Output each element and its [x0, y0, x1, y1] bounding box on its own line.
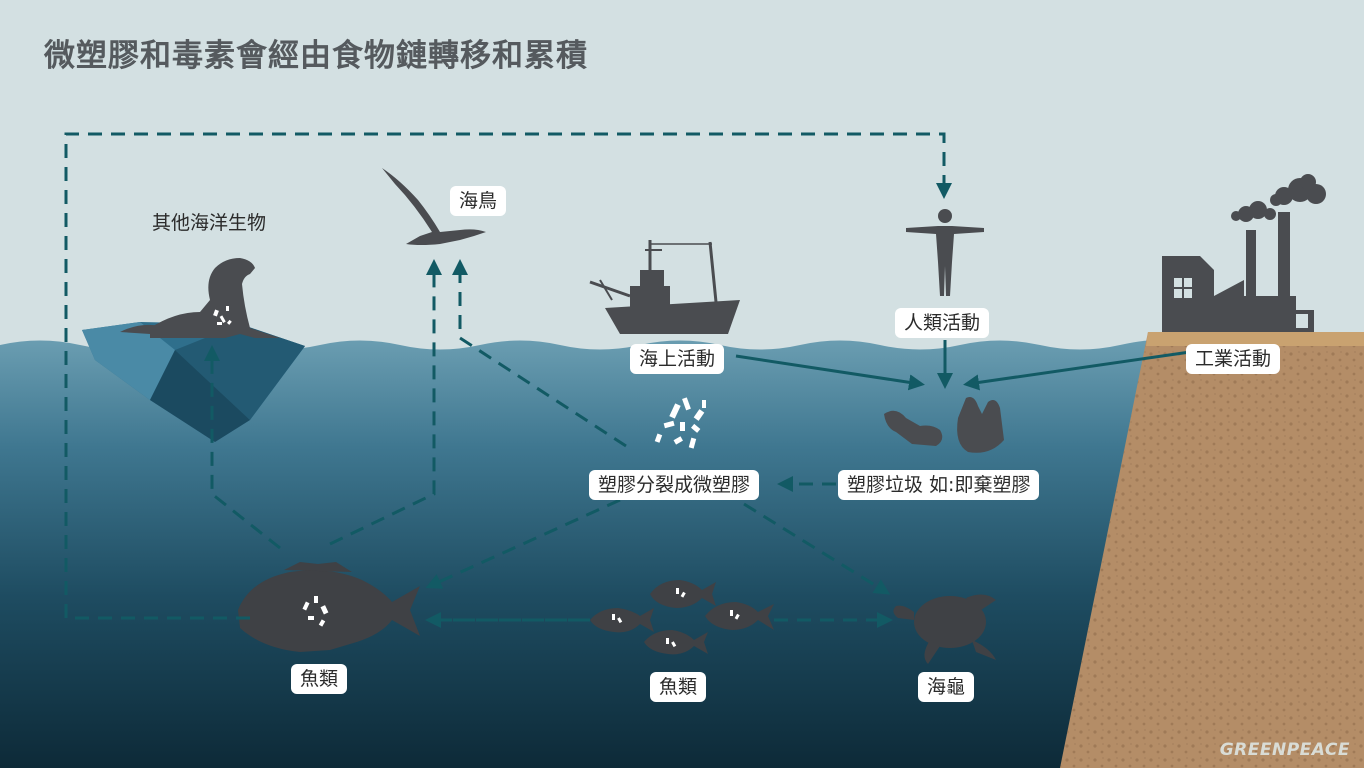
page-title: 微塑膠和毒素會經由食物鏈轉移和累積 — [44, 38, 588, 74]
dashed-arrows — [64, 132, 952, 628]
label-seabird: 海鳥 — [450, 186, 507, 216]
label-industrial-activity: 工業活動 — [1186, 344, 1281, 374]
microplastic-icon — [302, 596, 329, 627]
label-sea-activity: 海上活動 — [630, 344, 725, 374]
fishing-boat-icon — [589, 240, 740, 334]
greenpeace-logo: GREENPEACE — [1219, 740, 1350, 760]
label-sea-turtle: 海龜 — [918, 672, 975, 702]
label-human-activity: 人類活動 — [895, 308, 990, 338]
coastal-cliff — [1060, 332, 1364, 768]
label-fish-school: 魚類 — [650, 672, 707, 702]
ocean — [0, 340, 1160, 768]
plastic-waste-icon — [884, 397, 1004, 453]
label-other-marine-life: 其他海洋生物 — [152, 212, 267, 234]
fish-school-icon — [590, 580, 774, 655]
sea-turtle-icon — [893, 594, 996, 664]
human-icon — [906, 209, 984, 296]
microplastic-icon — [654, 397, 706, 449]
microplastic-icon — [612, 588, 740, 648]
factory-icon — [1162, 174, 1326, 332]
seabird-icon — [382, 168, 486, 245]
microplastic-icon — [213, 306, 232, 325]
label-fish-large: 魚類 — [291, 664, 348, 694]
sea-lion-icon — [120, 258, 280, 338]
large-fish-icon — [238, 562, 420, 652]
solid-arrows — [735, 340, 1191, 391]
label-plastic-waste: 塑膠垃圾 如:即棄塑膠 — [838, 470, 1040, 500]
label-micro-fragmentation: 塑膠分裂成微塑膠 — [589, 470, 760, 500]
